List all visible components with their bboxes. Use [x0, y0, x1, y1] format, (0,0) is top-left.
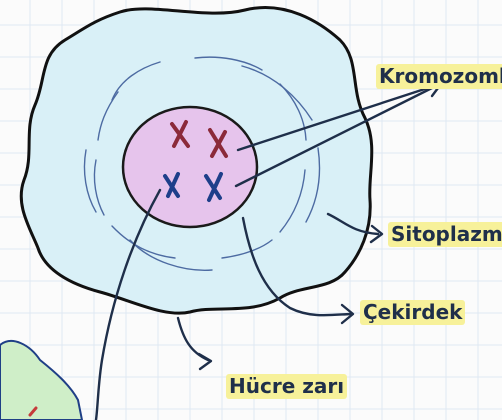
label-kromozom: Kromozoml	[376, 64, 502, 89]
hucre-zari-pointer	[178, 318, 208, 360]
hucre-zari-arrowhead	[199, 354, 211, 369]
neighbor-cell	[0, 341, 82, 420]
label-cekirdek: Çekirdek	[360, 300, 465, 325]
nucleus	[123, 107, 257, 227]
label-hucre-zari: Hücre zarı	[226, 374, 347, 399]
label-sitoplazma: Sitoplazma	[388, 222, 502, 247]
